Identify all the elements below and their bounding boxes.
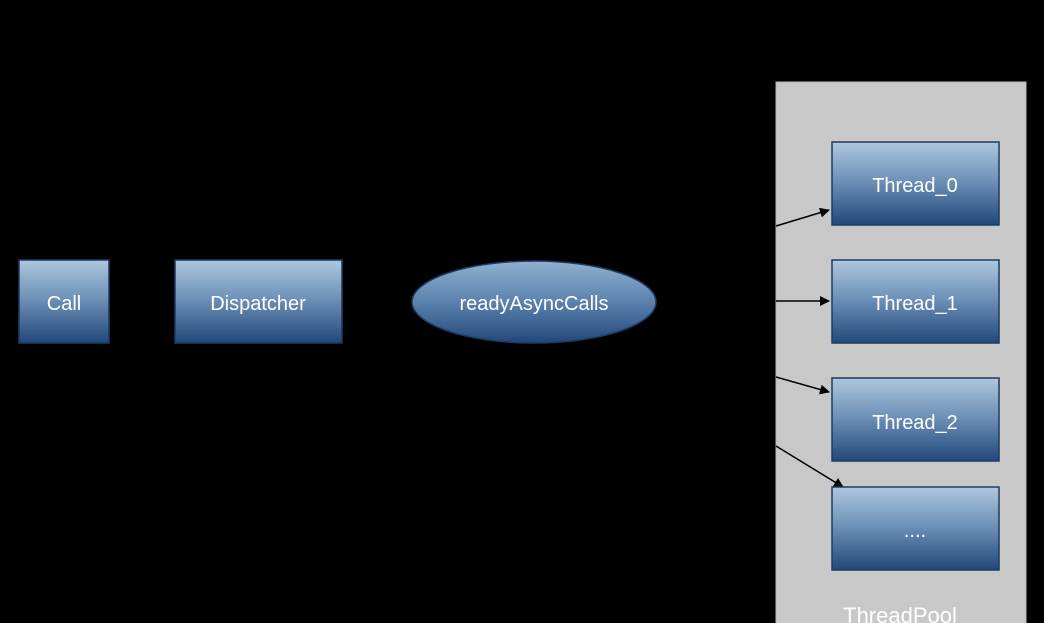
thread-node-1: Thread_1	[831, 259, 1000, 344]
thread-label-1: Thread_1	[872, 293, 958, 315]
thread-box-1	[831, 259, 1000, 344]
dispatcher-node: Dispatcher	[174, 259, 343, 344]
call-label: Call	[47, 293, 81, 315]
thread-label-more: ....	[904, 520, 926, 542]
thread-label-2: Thread_2	[872, 412, 958, 434]
thread-box-more	[831, 486, 1000, 571]
thread-node-more: ....	[831, 486, 1000, 571]
call-box	[18, 259, 110, 344]
thread-node-0: Thread_0	[831, 141, 1000, 226]
thread-box-0	[831, 141, 1000, 226]
arrow-to-thread-0	[775, 207, 830, 227]
thread-label-0: Thread_0	[872, 175, 958, 197]
dispatcher-box	[174, 259, 343, 344]
arrows	[775, 207, 844, 488]
ready-async-calls-ellipse	[411, 260, 657, 344]
ready-async-calls-node: readyAsyncCalls	[411, 260, 657, 344]
call-node: Call	[18, 259, 110, 344]
arrow-to-thread-2	[775, 376, 830, 395]
thread-pool-label: ThreadPool	[843, 603, 957, 623]
thread-box-2	[831, 377, 1000, 462]
dispatcher-label: Dispatcher	[210, 293, 306, 315]
arrow-to-thread-more	[775, 445, 844, 488]
thread-node-2: Thread_2	[831, 377, 1000, 462]
ready-async-calls-label: readyAsyncCalls	[460, 293, 609, 315]
